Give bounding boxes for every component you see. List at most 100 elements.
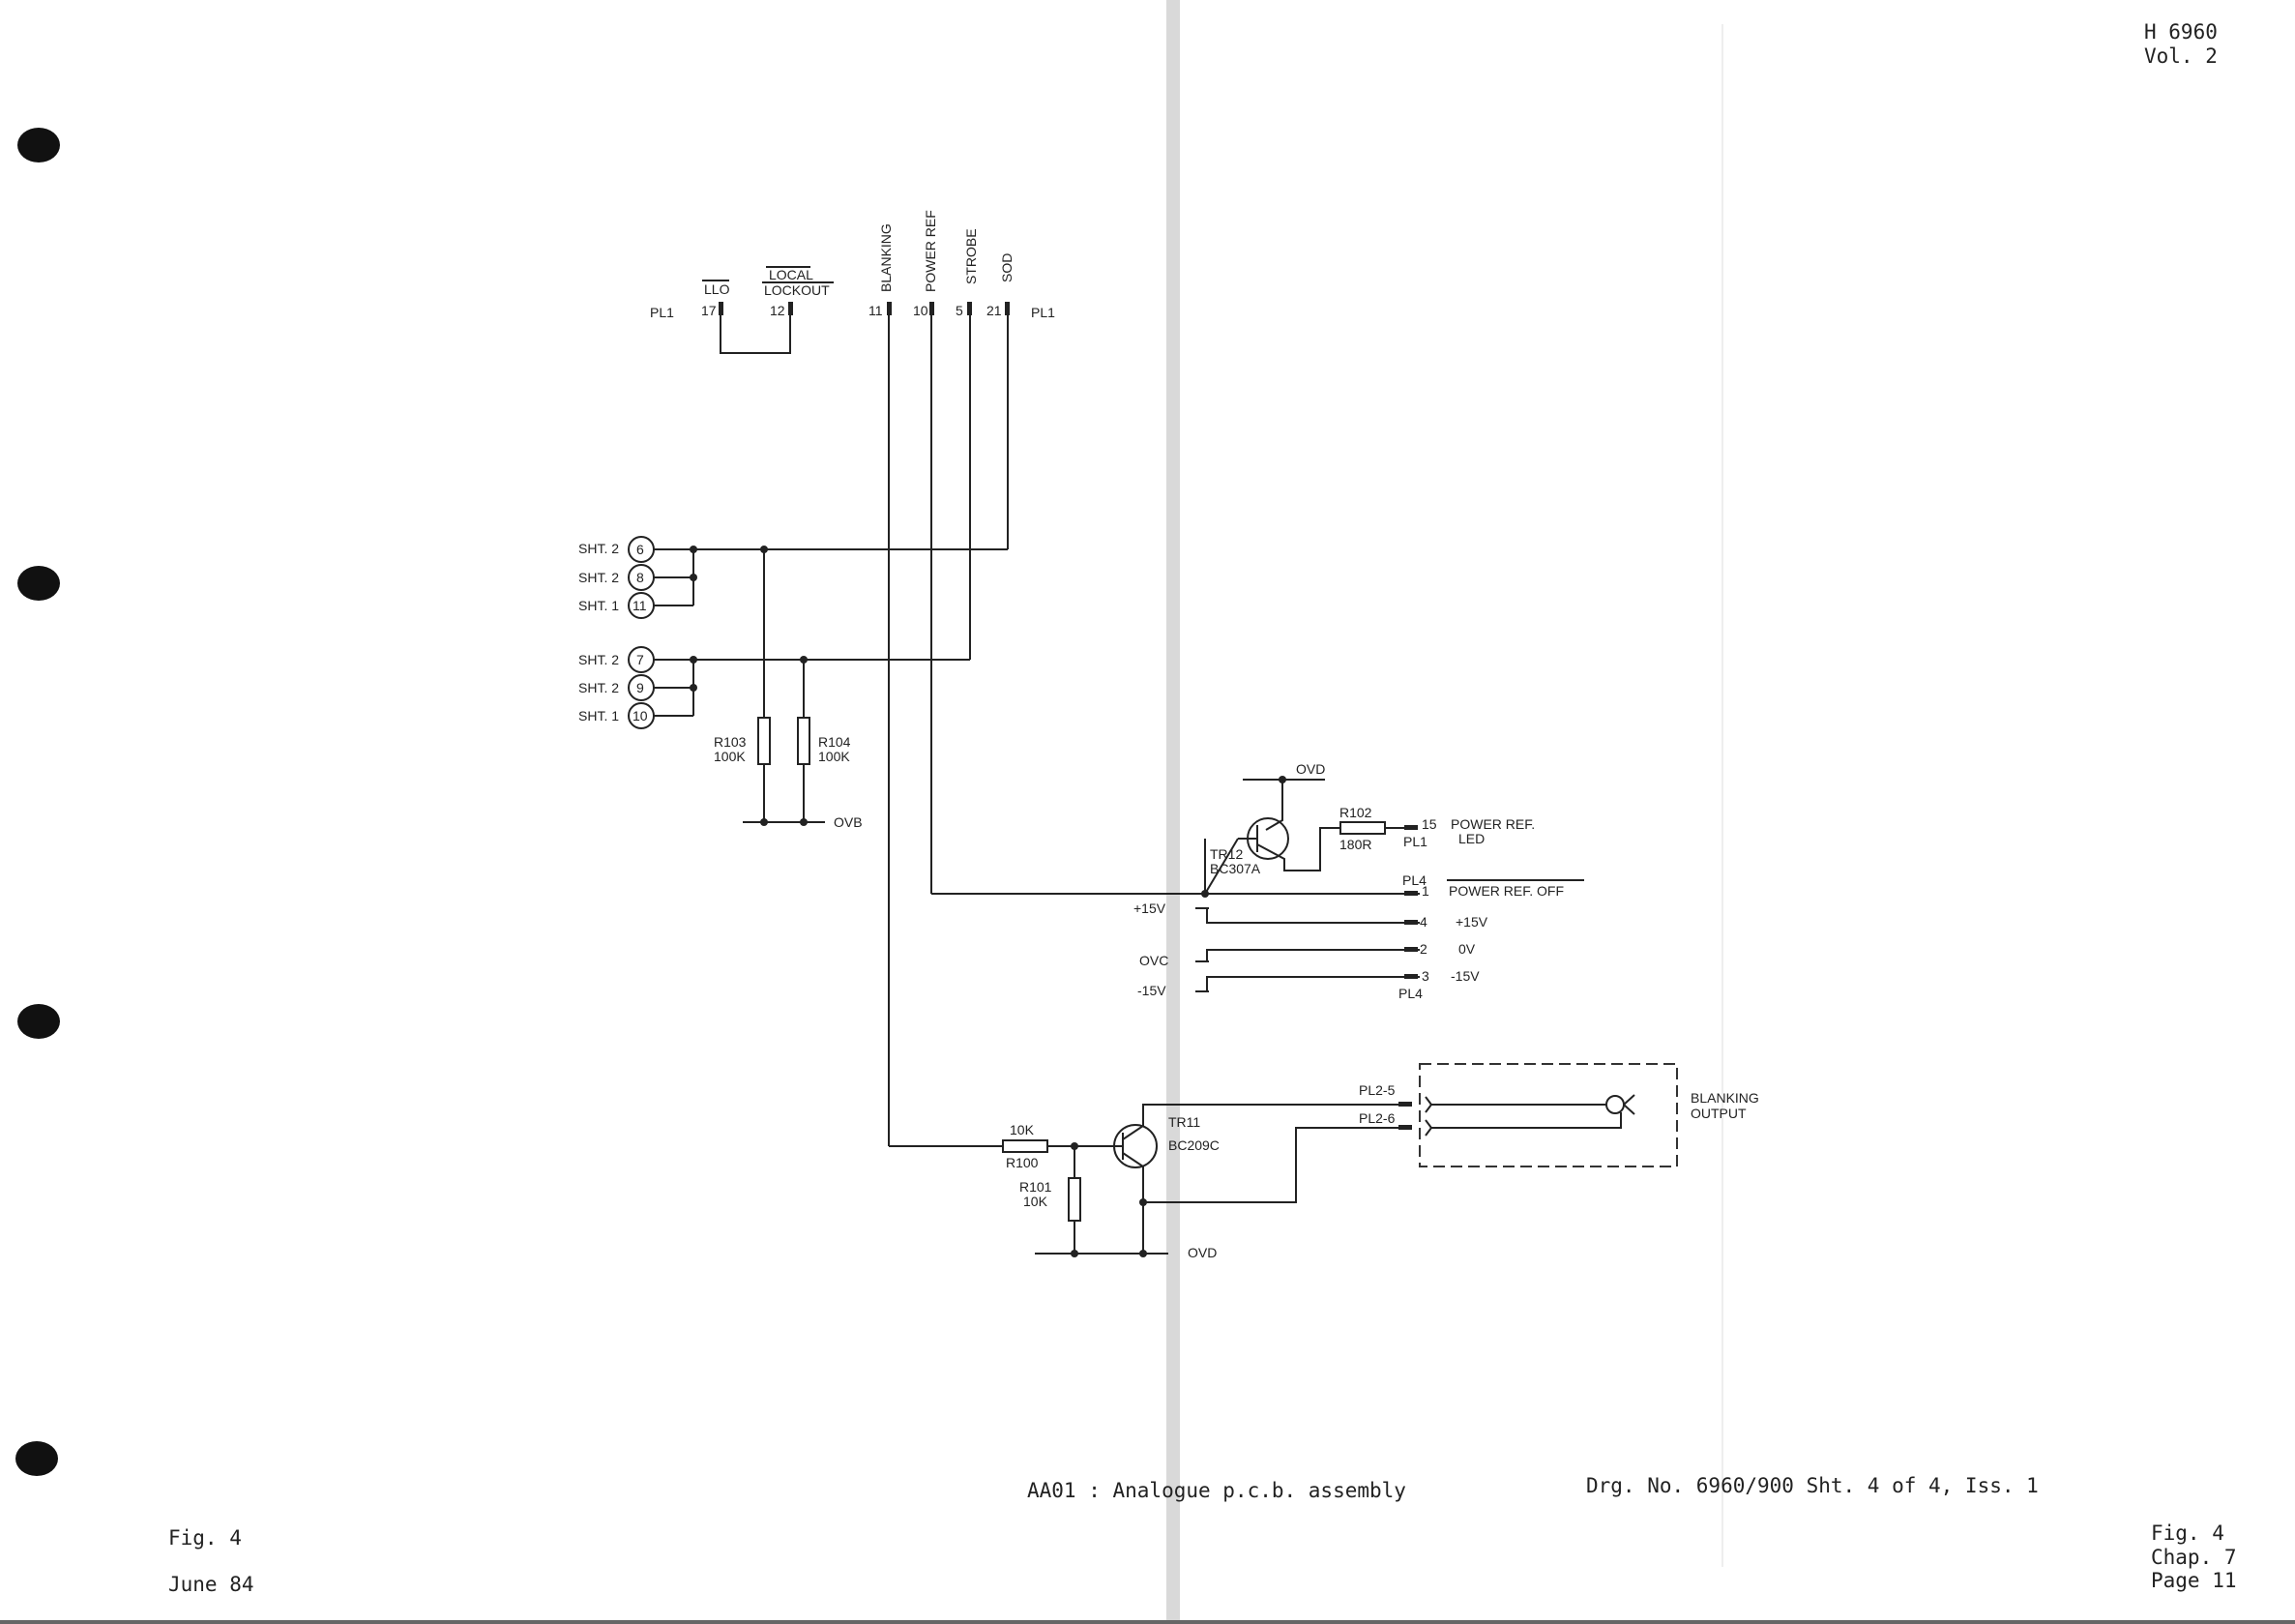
r102-ref: R102 <box>1339 805 1372 820</box>
footer-chap: Chap. 7 <box>2151 1546 2237 1569</box>
tr11-emitter-wire <box>1122 1152 1144 1254</box>
sheet-ref-num: 7 <box>636 652 644 667</box>
pl4-tag: PL4 <box>1402 872 1427 888</box>
pin-num: 12 <box>770 303 785 318</box>
pin-marker <box>788 302 793 315</box>
pl4-pin-num: 3 <box>1422 968 1429 984</box>
pl4-pin-label: +15V <box>1456 914 1488 930</box>
header-vol: Vol. 2 <box>2144 44 2218 68</box>
r100-ref: R100 <box>1006 1155 1039 1170</box>
sheet-ref-tag: SHT. 2 <box>578 541 619 556</box>
pl1-right-tag: PL1 <box>1031 305 1055 320</box>
pin-num: 5 <box>956 303 963 318</box>
junction <box>690 546 697 553</box>
pl4-pin-label: 0V <box>1458 941 1476 957</box>
junction <box>760 818 768 826</box>
output-connector-tip <box>1623 1094 1635 1115</box>
junction <box>800 818 808 826</box>
pin-label-llo: LLO <box>704 281 730 297</box>
pin-marker <box>1404 974 1418 979</box>
r103-ref: R103 <box>714 734 747 750</box>
pin-marker <box>929 302 934 315</box>
sheet-ref-num: 6 <box>636 542 644 557</box>
pin-marker <box>1404 920 1418 925</box>
sheet-ref-tag: SHT. 1 <box>578 708 619 723</box>
r100-resistor <box>1002 1139 1048 1153</box>
pin-num: 17 <box>701 303 717 318</box>
socket-contacts <box>1425 1096 1433 1137</box>
sheet-ref-tag: SHT. 2 <box>578 570 619 585</box>
pl4-pin-num: 1 <box>1422 883 1429 899</box>
footer-fig-right: Fig. 4 <box>2151 1521 2224 1545</box>
minus15-label: -15V <box>1137 983 1166 998</box>
page-fold-shadow <box>1166 0 1180 1624</box>
pl2-6-return-wire <box>1143 1127 1410 1203</box>
r104-value: 100K <box>818 749 850 764</box>
r101-ref: R101 <box>1019 1179 1052 1195</box>
group-b-bus <box>654 659 970 717</box>
pin-label-strobe: STROBE <box>963 228 979 284</box>
blanking-output-label2: OUTPUT <box>1691 1106 1747 1121</box>
pl4-pin-num: 2 <box>1420 941 1427 957</box>
tr12-collector-wire <box>1256 827 1340 871</box>
pin-marker <box>1404 891 1418 896</box>
sheet-ref-tag: SHT. 1 <box>578 598 619 613</box>
footer-fig-left: Fig. 4 <box>168 1526 242 1550</box>
ovd-top-label: OVD <box>1296 761 1325 777</box>
r104-resistor <box>797 717 810 765</box>
footer-drawing-no: Drg. No. 6960/900 Sht. 4 of 4, Iss. 1 <box>1586 1474 2039 1497</box>
pin-marker <box>1005 302 1010 315</box>
r102-resistor <box>1339 821 1386 835</box>
pin-marker <box>887 302 892 315</box>
junction <box>690 574 697 581</box>
sheet-ref-num: 9 <box>636 680 644 695</box>
r102-value: 180R <box>1339 837 1371 852</box>
pin-num: 10 <box>913 303 928 318</box>
r103-resistor <box>757 717 771 765</box>
junction <box>690 684 697 692</box>
pin-marker <box>1404 825 1418 830</box>
tr12-base-to-ref <box>1204 838 1239 895</box>
pin-label-power-ref: POWER REF <box>923 210 938 292</box>
r101-resistor <box>1068 1177 1081 1222</box>
tr11-collector-wire <box>1122 1104 1410 1140</box>
pl4-pin-label: -15V <box>1451 968 1480 984</box>
group-a-bus <box>654 548 1008 606</box>
pl1-15-label: POWER REF. <box>1451 816 1535 832</box>
pin-label-local: LOCAL <box>769 267 813 282</box>
pin-label-sod: SOD <box>999 253 1015 282</box>
pl1-15-label2: LED <box>1458 831 1485 846</box>
sheet-ref-num: 10 <box>633 708 648 723</box>
junction <box>690 656 697 664</box>
ovb-label: OVB <box>834 814 863 830</box>
sheet-ref-tag: SHT. 2 <box>578 680 619 695</box>
page-bottom-edge <box>0 1620 2295 1624</box>
junction <box>1139 1198 1147 1206</box>
junction <box>1201 890 1209 898</box>
pin-marker <box>1404 947 1418 952</box>
junction <box>1071 1250 1078 1257</box>
sheet-ref-num: 8 <box>636 570 644 585</box>
r100-value: 10K <box>1010 1122 1035 1137</box>
junction <box>1139 1250 1147 1257</box>
pin-marker <box>1398 1125 1412 1130</box>
pin-label-blanking: BLANKING <box>878 223 894 292</box>
plus15-label: +15V <box>1133 901 1166 916</box>
pin-label-lockout: LOCKOUT <box>764 282 830 298</box>
llo-link-wire <box>720 315 791 354</box>
blanking-output-box <box>1419 1063 1678 1167</box>
pin-marker <box>719 302 723 315</box>
pin-marker <box>1398 1102 1412 1107</box>
pl1-15-num: 15 <box>1422 816 1437 832</box>
punch-hole <box>17 1004 60 1039</box>
ovc-wire <box>1195 949 1420 962</box>
pl2-6-label: PL2-6 <box>1359 1110 1396 1126</box>
pl4-pin-label: POWER REF. OFF <box>1449 883 1564 899</box>
tr12-type: BC307A <box>1210 861 1261 876</box>
ovd-bottom-label: OVD <box>1188 1245 1217 1260</box>
output-connector-icon <box>1605 1095 1625 1114</box>
plus15-wire <box>1195 907 1420 924</box>
pin-marker <box>967 302 972 315</box>
sheet-ref-tag: SHT. 2 <box>578 652 619 667</box>
pl4-pin-num: 4 <box>1420 914 1427 930</box>
